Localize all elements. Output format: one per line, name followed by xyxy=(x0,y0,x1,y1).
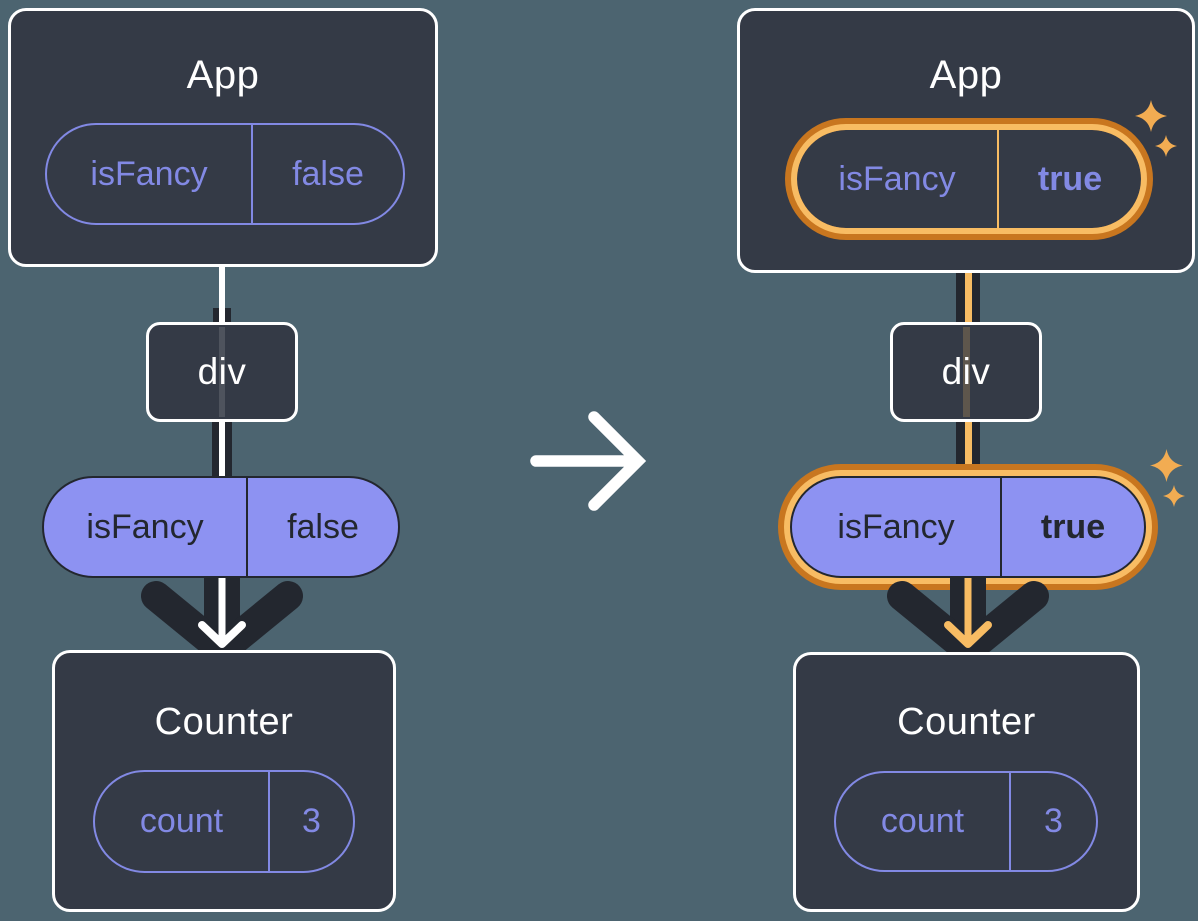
state-key: count xyxy=(95,772,270,871)
app-state-pill: isFancy false xyxy=(45,123,405,225)
counter-title: Counter xyxy=(154,701,294,743)
counter-state-pill: count 3 xyxy=(834,771,1098,872)
prop-pass-through-line xyxy=(963,327,970,417)
state-key: count xyxy=(836,773,1011,870)
state-value: 3 xyxy=(1044,802,1063,840)
connector-app-div xyxy=(219,264,225,324)
div-node-box: div xyxy=(890,322,1042,422)
app-state-pill-highlighted: isFancy true xyxy=(797,130,1141,228)
state-value: 3 xyxy=(302,802,321,840)
transition-arrow-icon xyxy=(530,411,647,511)
arrow-down-icon xyxy=(887,578,1049,665)
div-label: div xyxy=(941,351,991,392)
state-key: isFancy xyxy=(797,130,999,228)
sparkle-icon xyxy=(1155,135,1177,157)
passed-prop-pill-highlighted: isFancy true xyxy=(790,476,1146,578)
div-node-box: div xyxy=(146,322,298,422)
prop-pass-through-line xyxy=(219,327,225,417)
sparkle-icon xyxy=(1163,485,1185,507)
app-title: App xyxy=(186,53,260,97)
counter-component-box: Counter count 3 xyxy=(52,650,396,912)
state-key: isFancy xyxy=(47,125,253,223)
app-title: App xyxy=(929,53,1003,97)
counter-title: Counter xyxy=(897,701,1036,743)
sparkle-icon xyxy=(1150,449,1183,482)
prop-value: false xyxy=(287,507,359,546)
app-component-box: App isFancy true xyxy=(737,8,1195,273)
connector-div-pill xyxy=(219,418,225,478)
prop-key: isFancy xyxy=(44,478,248,576)
counter-state-pill: count 3 xyxy=(93,770,355,873)
prop-value: true xyxy=(1040,507,1106,546)
div-label: div xyxy=(197,351,247,392)
passed-prop-pill: isFancy false xyxy=(42,476,400,578)
state-value: true xyxy=(1037,159,1103,198)
prop-key: isFancy xyxy=(792,478,1002,576)
app-component-box: App isFancy false xyxy=(8,8,438,267)
sparkle-icon xyxy=(1135,100,1167,132)
connector-app-div xyxy=(965,237,972,327)
connector-div-pill xyxy=(965,418,972,478)
counter-component-box: Counter count 3 xyxy=(793,652,1140,912)
state-value: false xyxy=(292,154,364,193)
